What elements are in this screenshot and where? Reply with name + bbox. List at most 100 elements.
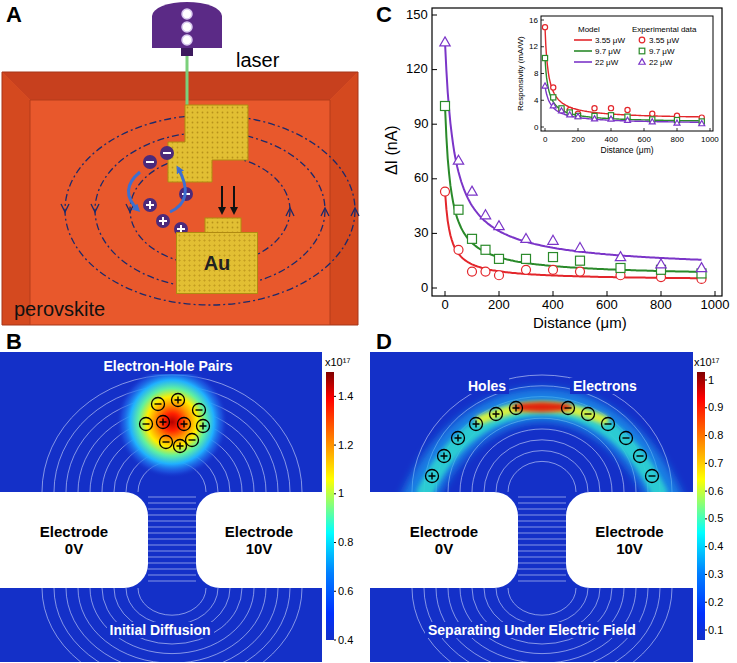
field-line bbox=[148, 515, 196, 516]
axis-tick bbox=[715, 291, 716, 296]
charge-symbol bbox=[193, 404, 206, 417]
charge-symbol bbox=[143, 423, 150, 424]
field-line bbox=[518, 563, 566, 564]
legend-line bbox=[574, 39, 592, 41]
colorbar-tick bbox=[705, 435, 707, 436]
tick-label: 600 bbox=[638, 135, 651, 144]
perovskite-substrate: perovskiteAu bbox=[2, 72, 358, 325]
data-marker bbox=[441, 187, 450, 196]
model-curve bbox=[545, 27, 702, 117]
tick-label: 60 bbox=[414, 171, 428, 186]
carrier-density bbox=[418, 405, 666, 500]
data-marker bbox=[481, 245, 490, 254]
tick-label: 4 bbox=[534, 96, 538, 105]
data-marker bbox=[559, 108, 565, 113]
laser-device bbox=[182, 22, 192, 32]
colorbar-tick-label: 0.7 bbox=[708, 457, 723, 470]
perovskite-box bbox=[330, 72, 358, 325]
field-line bbox=[518, 521, 566, 522]
charge-symbol bbox=[646, 470, 659, 483]
field-line bbox=[148, 563, 196, 564]
data-marker bbox=[575, 113, 580, 118]
legend-line bbox=[574, 61, 592, 63]
field-line bbox=[496, 588, 588, 625]
tick-label: 600 bbox=[596, 298, 618, 313]
electrode: Electrode 10V bbox=[196, 492, 322, 588]
field-line bbox=[148, 545, 196, 546]
line-chart bbox=[432, 8, 722, 296]
charge-symbol bbox=[177, 443, 184, 450]
legend-text: 9.7 μW bbox=[595, 47, 621, 56]
charge-symbols bbox=[140, 394, 210, 453]
field-line bbox=[102, 588, 242, 644]
axis-tick bbox=[445, 291, 446, 296]
field-line bbox=[518, 527, 566, 528]
axis-tick bbox=[545, 128, 546, 131]
data-marker bbox=[639, 59, 645, 65]
axis-tick bbox=[661, 291, 662, 296]
perovskite-box bbox=[2, 72, 358, 100]
data-marker bbox=[592, 106, 597, 111]
data-marker bbox=[649, 119, 655, 124]
colorbar-tick-label: 1 bbox=[708, 374, 714, 387]
charge-symbol bbox=[634, 450, 647, 463]
field-line bbox=[90, 588, 254, 654]
axis-tick bbox=[432, 288, 437, 289]
field-line bbox=[148, 503, 196, 504]
data-marker bbox=[549, 265, 558, 274]
carrier-density bbox=[418, 402, 666, 500]
charge-symbol bbox=[189, 439, 196, 440]
field-line bbox=[148, 533, 196, 534]
field-line bbox=[148, 557, 196, 558]
charge-symbol bbox=[455, 435, 462, 442]
data-marker bbox=[608, 106, 613, 111]
charge-symbol bbox=[174, 440, 187, 453]
field-line bbox=[518, 509, 566, 510]
colorbar-tick-label: 0.3 bbox=[708, 568, 723, 581]
colorbar-ticks bbox=[334, 396, 336, 640]
field-line bbox=[518, 503, 566, 504]
axis-tick bbox=[432, 69, 437, 70]
data-marker bbox=[454, 245, 463, 254]
axis-tick bbox=[607, 291, 608, 296]
laser-device bbox=[152, 2, 222, 118]
colorbar bbox=[326, 372, 334, 640]
perovskite-box bbox=[2, 72, 358, 325]
electrode: Electrode 10V bbox=[566, 492, 693, 588]
field-line bbox=[148, 521, 196, 522]
au-electrode: Au bbox=[176, 232, 258, 294]
colorbar-tick-label: 1 bbox=[338, 487, 344, 500]
charges bbox=[146, 161, 154, 163]
tick-label: 200 bbox=[488, 298, 510, 313]
charge-symbol bbox=[513, 405, 520, 412]
field-line bbox=[518, 497, 566, 498]
data-marker bbox=[495, 254, 504, 263]
carrier-density bbox=[116, 366, 228, 478]
data-marker bbox=[468, 234, 477, 243]
colorbar-tick-label: 1.2 bbox=[338, 439, 353, 452]
colorbar-tick bbox=[705, 380, 707, 381]
tick-label: 0 bbox=[421, 281, 428, 296]
data-marker bbox=[441, 102, 450, 111]
field-line bbox=[518, 569, 566, 570]
field-line bbox=[518, 539, 566, 540]
axis-tick bbox=[432, 15, 437, 16]
charge-symbol bbox=[426, 470, 439, 483]
axis-tick bbox=[432, 124, 437, 125]
charge-symbol bbox=[565, 407, 572, 408]
annotation: Initial Diffusion bbox=[107, 622, 214, 638]
field-line bbox=[518, 545, 566, 546]
data-marker bbox=[575, 243, 585, 252]
charge-symbol bbox=[157, 416, 170, 429]
field-line bbox=[518, 515, 566, 516]
colorbar-tick bbox=[705, 546, 707, 547]
axis-title: Distance (μm) bbox=[533, 314, 627, 331]
tick-label: 800 bbox=[671, 135, 684, 144]
field-line bbox=[518, 575, 566, 576]
colorbar-tick bbox=[334, 396, 336, 397]
data-marker bbox=[548, 235, 558, 244]
tick-label: 0 bbox=[442, 298, 449, 313]
data-marker bbox=[576, 256, 585, 265]
charge-symbol bbox=[438, 450, 451, 463]
